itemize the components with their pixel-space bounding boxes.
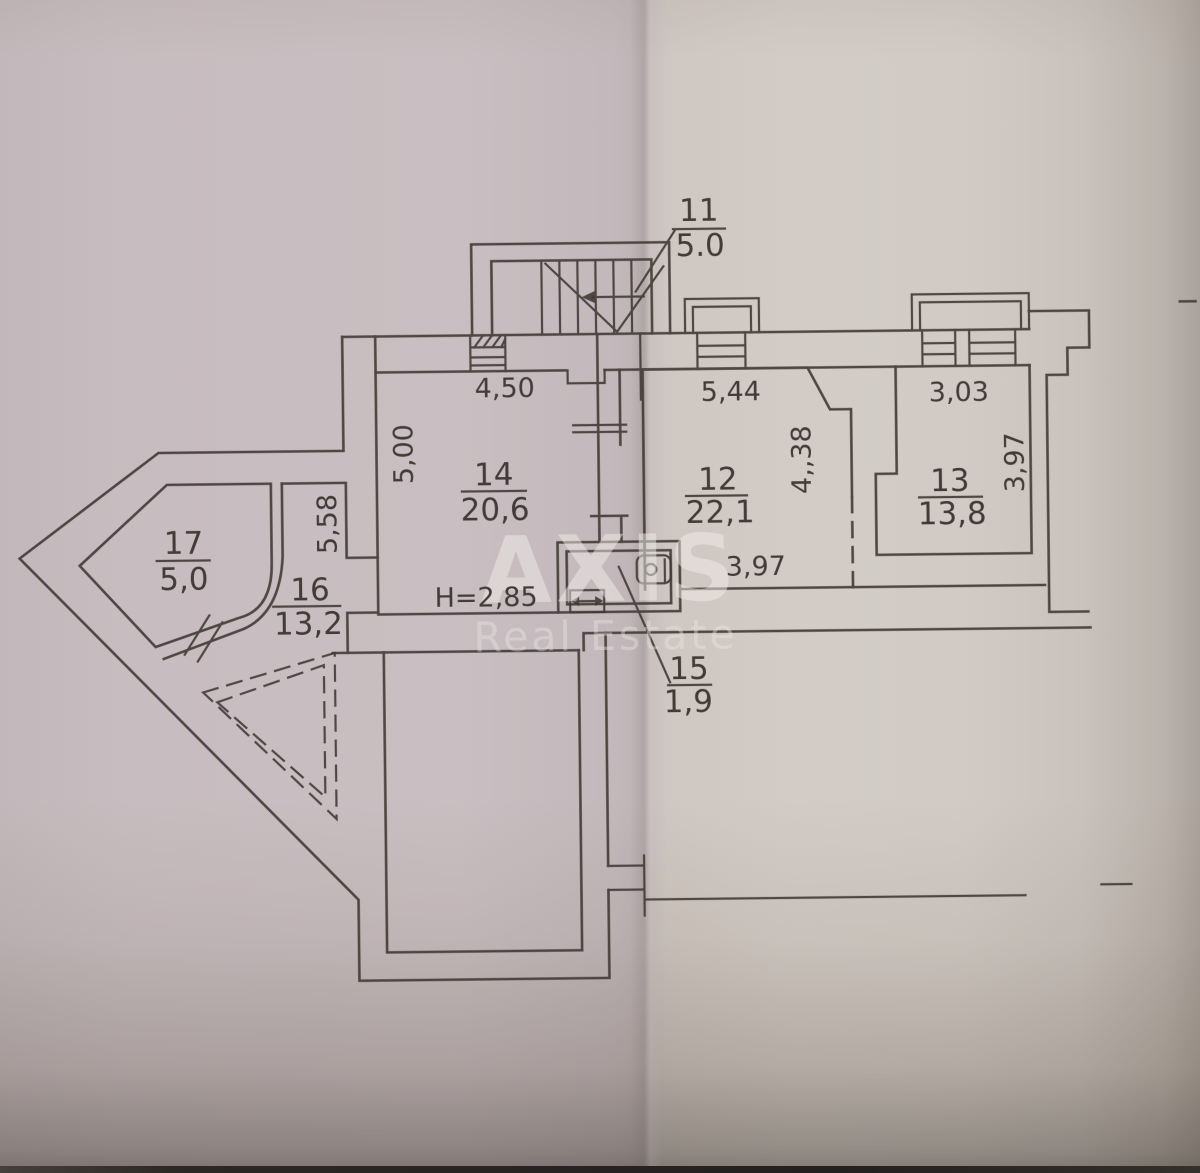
- plan-labels: 11 5.0 14 20,6 12 22,1 13 13,8 17 5,0 16…: [159, 193, 1031, 721]
- page-fold-shading: [630, 0, 664, 1173]
- sink-arrow-right: [595, 596, 604, 607]
- dim-room12-top: 5,44: [701, 376, 761, 408]
- stair-arrow-line: [591, 295, 645, 299]
- room17-outer-wall: [162, 482, 284, 661]
- room-14-area: 20,6: [460, 492, 529, 529]
- dim-ceiling-height: H=2,85: [434, 582, 537, 614]
- toilet-icon: [635, 554, 672, 585]
- watermark-brand: AXIS: [480, 514, 740, 624]
- room-17-area: 5,0: [159, 561, 209, 598]
- room15-leader-line: [617, 565, 672, 684]
- room12-dashed-wall: [850, 495, 855, 589]
- dim-room14-left: 5,00: [388, 424, 420, 484]
- room-15-area: 1,9: [663, 684, 713, 721]
- stair-diagonals: [543, 262, 665, 334]
- balcony-dashed-outline: [201, 651, 338, 822]
- plan-fixtures: [568, 291, 672, 614]
- room-16-number: 16: [290, 572, 330, 608]
- sink-box: [568, 588, 606, 614]
- window-room14: [469, 333, 507, 373]
- room17-walls: [77, 482, 274, 649]
- stairwell-outer: [469, 240, 672, 337]
- plan-walls: [17, 227, 1199, 983]
- room14-door-ticks: [572, 423, 628, 434]
- dim-room14-top: 4,50: [475, 373, 535, 405]
- room15-walls: [556, 539, 682, 614]
- toilet-icon-bowl: [644, 562, 658, 577]
- room-14-number: 14: [474, 457, 514, 493]
- window-room12: [683, 297, 761, 370]
- label-fraction-bars: [155, 227, 984, 687]
- watermark-subtitle: Real Estate: [473, 610, 738, 661]
- room-13-number: 13: [930, 463, 970, 499]
- room-15-number: 15: [669, 651, 709, 687]
- room-11-area: 5.0: [675, 228, 725, 265]
- room-12-number: 12: [698, 461, 738, 497]
- watermark: AXIS Real Estate: [473, 514, 740, 661]
- room-17-number: 17: [164, 525, 204, 561]
- sink-arrow-left: [571, 596, 580, 607]
- room17-window-ticks: [183, 613, 224, 664]
- dim-room16-height: 5,58: [312, 494, 344, 554]
- room11-leader-line: [634, 228, 677, 294]
- stair-direction-arrow: [581, 291, 595, 304]
- dim-room13-top: 3,03: [929, 377, 989, 409]
- stairwell-inner: [489, 258, 654, 337]
- window-room13: [910, 292, 1031, 368]
- room-12-area: 22,1: [685, 494, 754, 531]
- room-16-area: 13,2: [274, 606, 343, 643]
- dim-room13-right: 3,97: [999, 432, 1031, 492]
- room14-door-notch: [566, 368, 606, 385]
- room-11-number: 11: [679, 193, 719, 229]
- dim-room12-right: 4,,38: [786, 425, 818, 494]
- room-13-area: 13,8: [917, 496, 986, 533]
- dim-room12-bottom: 3,97: [726, 551, 786, 583]
- photo-bottom-edge: [0, 1166, 1200, 1173]
